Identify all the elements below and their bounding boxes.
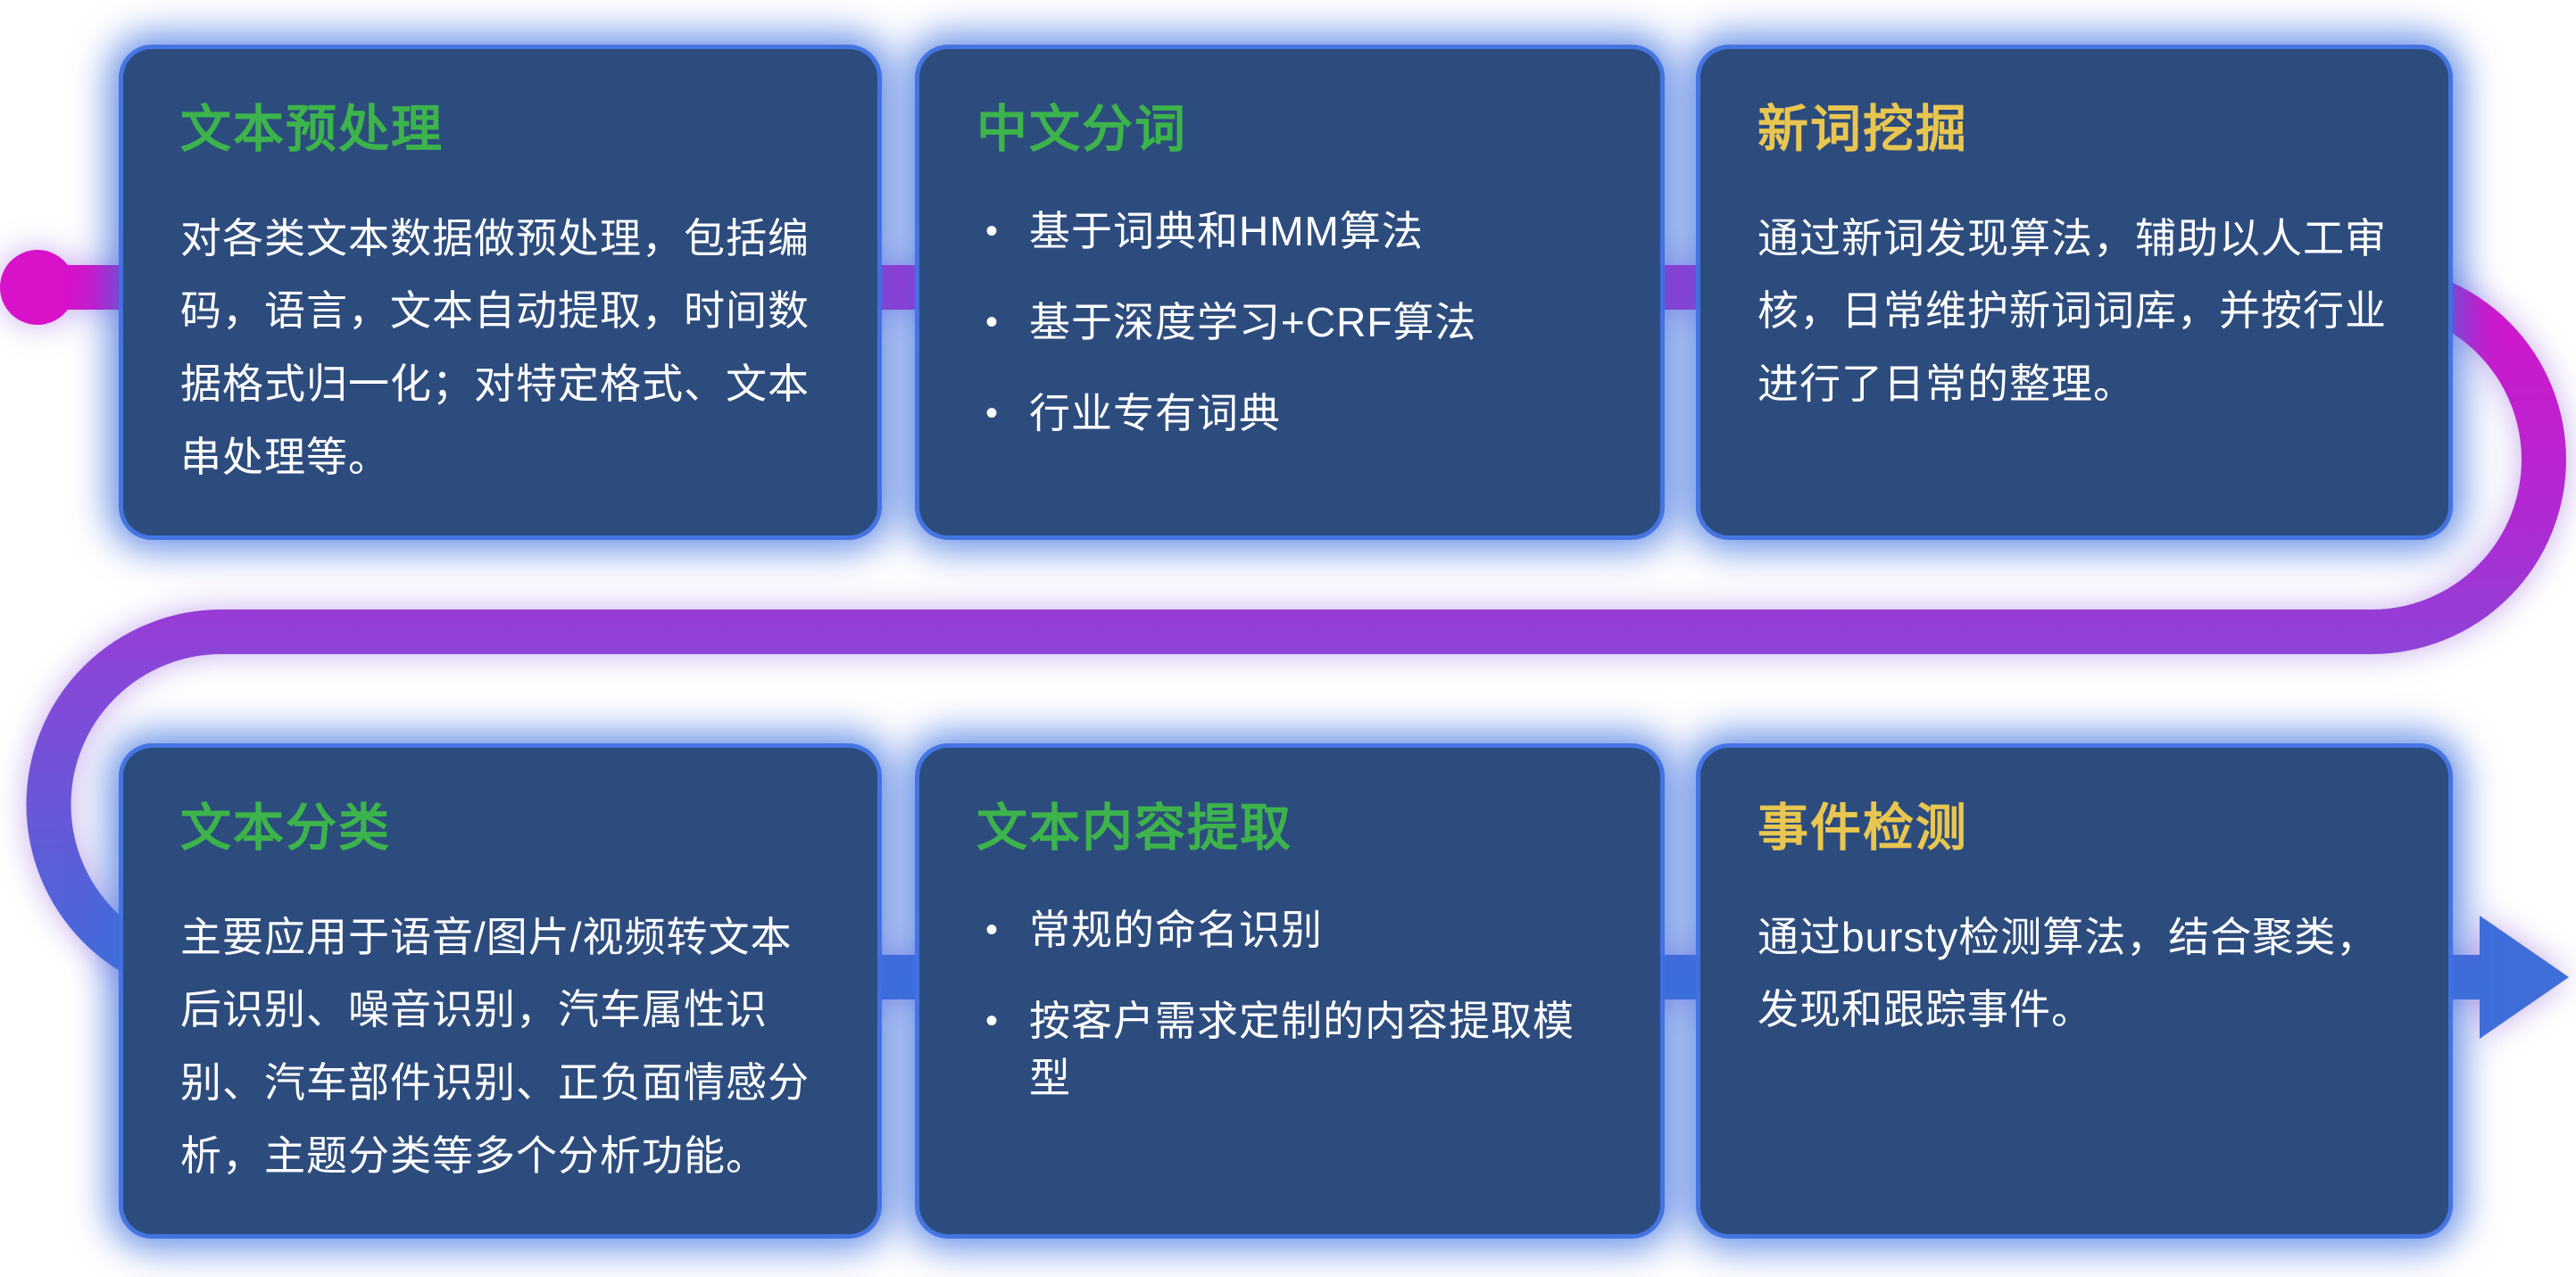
bullet-dot-icon: • xyxy=(985,394,1000,434)
card-title: 文本内容提取 xyxy=(976,800,1292,857)
bullet-text: 基于深度学习+CRF算法 xyxy=(1029,298,1477,345)
bullet-item: • 基于词典和HMM算法 xyxy=(976,203,1605,260)
bullet-text: 行业专有词典 xyxy=(1029,390,1282,437)
card-text-classification: 文本分类 主要应用于语音/图片/视频转文本后识别、噪音识别，汽车属性识别、汽车部… xyxy=(123,748,877,1234)
card-title: 文本分类 xyxy=(180,800,391,857)
bullet-dot-icon: • xyxy=(985,909,1000,949)
bullet-item: • 行业专有词典 xyxy=(976,385,1605,442)
bullet-list: • 基于词典和HMM算法 • 基于深度学习+CRF算法 • 行业专有词典 xyxy=(976,203,1605,443)
card-title: 中文分词 xyxy=(976,101,1187,158)
card-body: 通过新词发现算法，辅助以人工审核，日常维护新词词库，并按行业进行了日常的整理。 xyxy=(1757,214,2387,408)
bullet-list: • 常规的命名识别 • 按客户需求定制的内容提取模型 xyxy=(976,901,1605,1107)
bullet-dot-icon: • xyxy=(985,211,1000,251)
card-text-content-extraction: 文本内容提取 • 常规的命名识别 • 按客户需求定制的内容提取模型 xyxy=(919,748,1660,1234)
card-text-preprocess: 文本预处理 对各类文本数据做预处理，包括编码，语言，文本自动提取，时间数据格式归… xyxy=(123,49,877,535)
bullet-item: • 基于深度学习+CRF算法 xyxy=(976,294,1605,351)
bullet-dot-icon: • xyxy=(985,302,1000,342)
card-new-word-mining: 新词挖掘 通过新词发现算法，辅助以人工审核，日常维护新词词库，并按行业进行了日常… xyxy=(1700,49,2448,535)
card-body: 主要应用于语音/图片/视频转文本后识别、噪音识别，汽车属性识别、汽车部件识别、正… xyxy=(180,913,810,1180)
bullet-text: 基于词典和HMM算法 xyxy=(1029,207,1424,254)
bullet-item: • 按客户需求定制的内容提取模型 xyxy=(976,992,1605,1107)
bullet-item: • 常规的命名识别 xyxy=(976,901,1605,958)
card-title: 文本预处理 xyxy=(180,101,444,158)
flow-start-dot xyxy=(0,250,75,325)
flow-arrowhead-icon xyxy=(2480,916,2569,1039)
card-title: 新词挖掘 xyxy=(1757,101,1968,158)
bullet-text: 常规的命名识别 xyxy=(1029,906,1324,953)
flow-path xyxy=(26,265,2566,999)
card-chinese-word-segmentation: 中文分词 • 基于词典和HMM算法 • 基于深度学习+CRF算法 • 行业专有词… xyxy=(919,49,1660,535)
card-body: 通过bursty检测算法，结合聚类，发现和跟踪事件。 xyxy=(1757,913,2379,1033)
card-title: 事件检测 xyxy=(1757,800,1968,857)
card-body: 对各类文本数据做预处理，包括编码，语言，文本自动提取，时间数据格式归一化；对特定… xyxy=(180,214,810,481)
bullet-dot-icon: • xyxy=(985,1000,1000,1041)
bullet-text: 按客户需求定制的内容提取模型 xyxy=(1029,997,1575,1102)
card-event-detection: 事件检测 通过bursty检测算法，结合聚类，发现和跟踪事件。 xyxy=(1700,748,2448,1234)
